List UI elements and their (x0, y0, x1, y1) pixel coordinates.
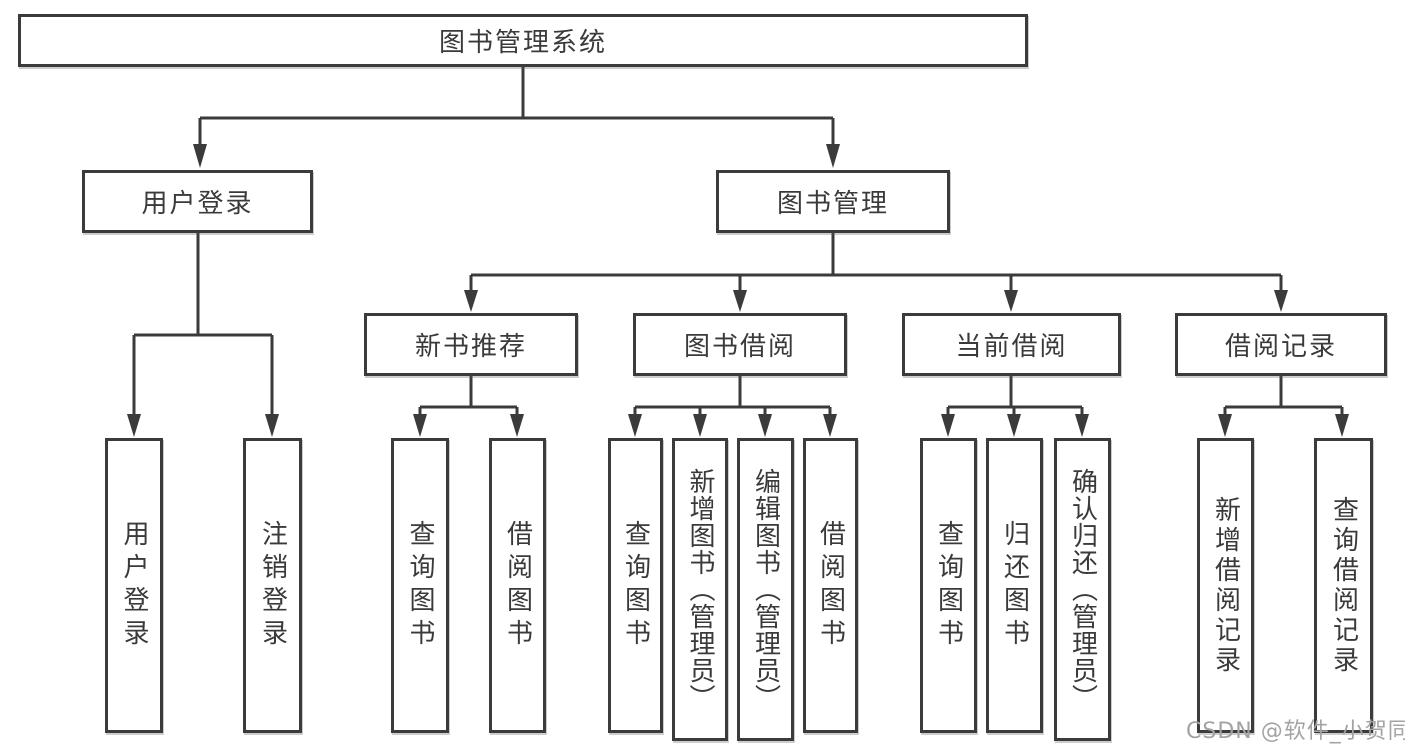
node-library-management-system: 图书管理系统 (18, 14, 1028, 67)
leaf-edit-books-admin: 编辑图书（管理员） (737, 438, 794, 741)
leaf-confirm-return-admin: 确认归还（管理员） (1054, 438, 1111, 741)
leaf-label: 查询借阅记录 (1328, 495, 1359, 676)
node-label: 当前借阅 (955, 332, 1068, 362)
node-label: 图书管理 (776, 189, 889, 219)
leaf-add-borrow-record: 新增借阅记录 (1197, 438, 1254, 733)
leaf-query-books-recommend: 查询图书 (391, 438, 449, 733)
leaf-label: 查询图书 (620, 519, 651, 652)
leaf-label: 新增图书（管理员） (685, 468, 715, 711)
leaf-label: 注销登录 (257, 519, 288, 652)
leaf-logout-login: 注销登录 (243, 438, 302, 733)
leaf-borrow-books: 借阅图书 (803, 438, 858, 733)
leaf-label: 编辑图书（管理员） (750, 468, 781, 711)
leaf-label: 借阅图书 (815, 519, 846, 652)
leaf-label: 查询图书 (405, 519, 435, 652)
leaf-query-books-current: 查询图书 (920, 438, 977, 733)
leaf-label: 查询图书 (933, 519, 964, 652)
node-label: 图书管理系统 (438, 28, 607, 58)
node-label: 用户登录 (141, 189, 254, 219)
leaf-label: 归还图书 (999, 519, 1030, 652)
leaf-borrow-books-recommend: 借阅图书 (489, 438, 546, 733)
arrowheads (127, 144, 1349, 437)
leaf-query-borrow-record: 查询借阅记录 (1314, 438, 1373, 733)
leaf-label: 借阅图书 (502, 519, 533, 652)
leaf-query-books-borrowing: 查询图书 (608, 438, 663, 733)
node-current-borrowing: 当前借阅 (902, 313, 1121, 376)
node-book-borrowing: 图书借阅 (633, 313, 847, 376)
leaf-return-books: 归还图书 (986, 438, 1043, 733)
leaf-label: 确认归还（管理员） (1067, 468, 1098, 711)
node-new-book-recommend: 新书推荐 (364, 313, 578, 376)
watermark-text: CSDN @软件_小贺同学 (1186, 719, 1405, 744)
node-label: 图书借阅 (683, 332, 796, 362)
node-borrowing-records: 借阅记录 (1175, 313, 1387, 376)
node-label: 借阅记录 (1224, 332, 1337, 362)
leaf-label: 新增借阅记录 (1210, 495, 1241, 676)
node-user-login: 用户登录 (82, 170, 313, 233)
node-label: 新书推荐 (414, 332, 527, 362)
leaf-user-login: 用户登录 (105, 438, 163, 733)
leaf-add-books-admin: 新增图书（管理员） (672, 438, 728, 741)
leaf-label: 用户登录 (119, 519, 149, 652)
node-book-management: 图书管理 (716, 170, 950, 233)
